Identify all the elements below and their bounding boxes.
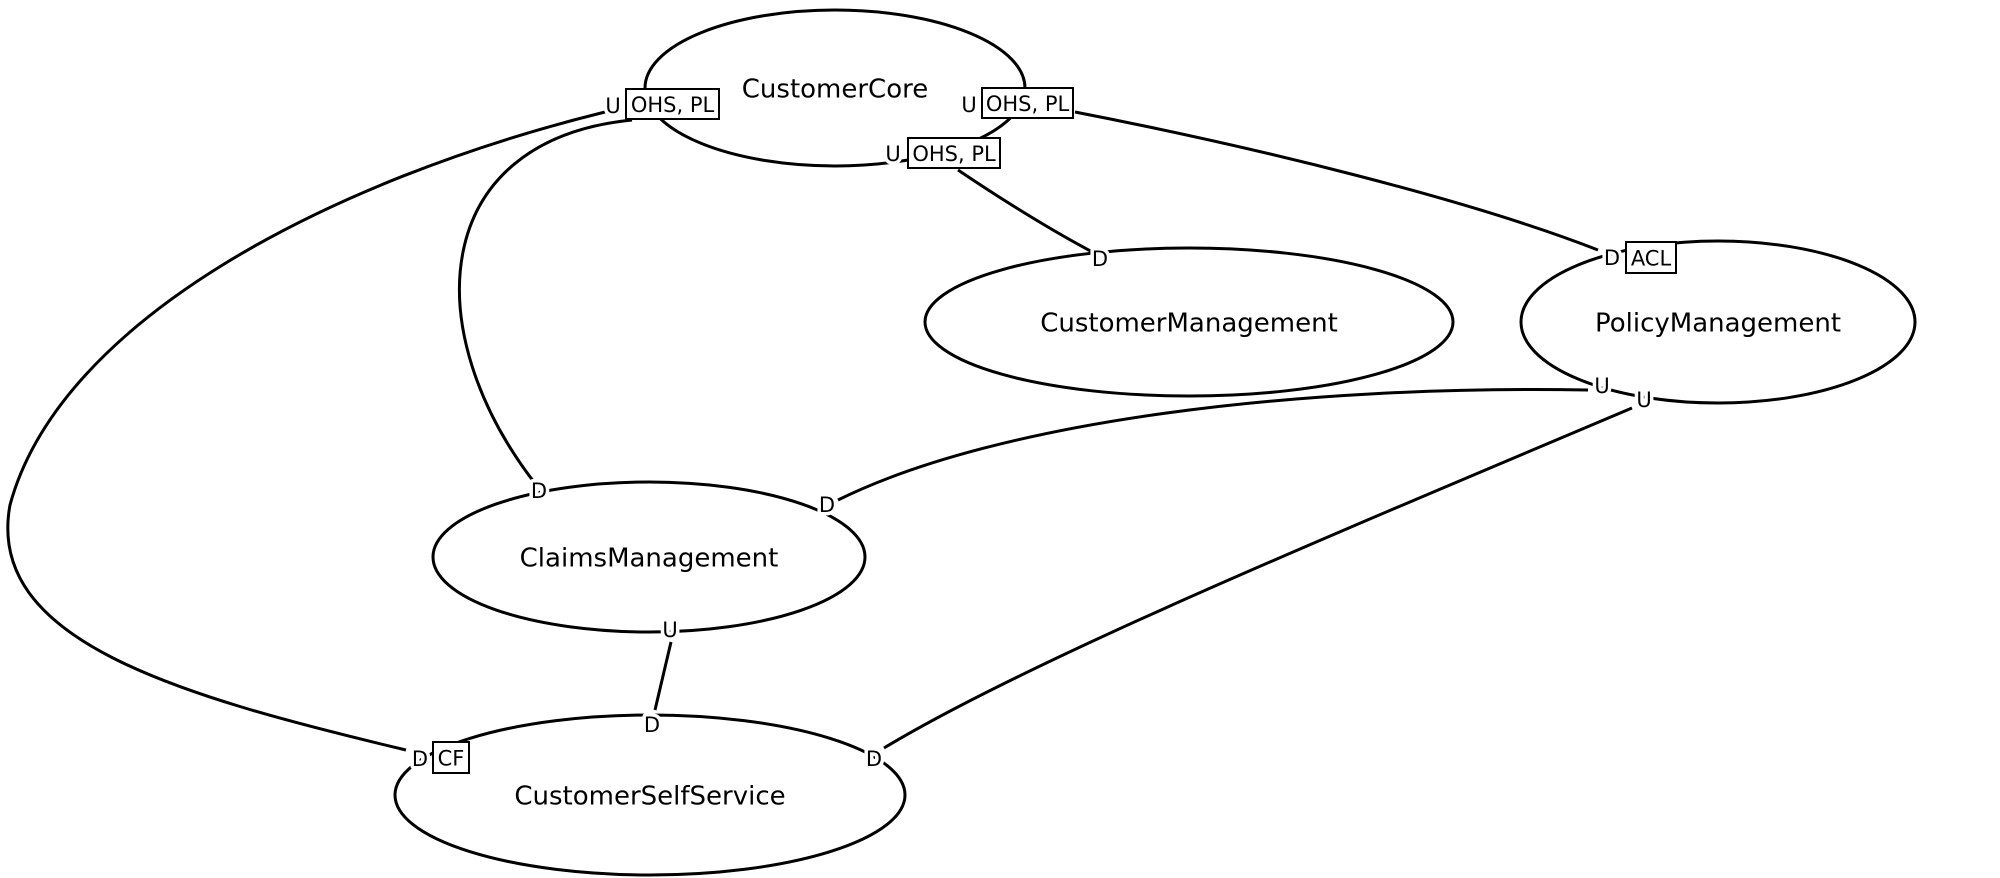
role-label-d-customerselfservice-right: D xyxy=(866,747,882,771)
role-label-u-policymanagement-claims: U xyxy=(1594,374,1609,398)
role-label-d-claimsmanagement-right: D xyxy=(819,493,835,517)
edge-claimsmanagement-to-customerselfservice xyxy=(653,641,673,711)
role-label-d-claimsmanagement-left: D xyxy=(531,479,547,503)
edge-policymanagement-to-customerselfservice xyxy=(883,406,1633,750)
node-label-policy-management: PolicyManagement xyxy=(1595,309,1841,339)
pattern-label-box-ohs-pl-left: OHS, PL xyxy=(631,93,715,117)
node-ellipse-policy-management xyxy=(1519,239,1917,405)
node-label-claims-management: ClaimsManagement xyxy=(520,544,779,574)
pattern-label-box-ohs-pl-right: OHS, PL xyxy=(986,92,1070,116)
edge-customercore-to-policymanagement xyxy=(1074,110,1599,252)
pattern-box-cf xyxy=(432,741,470,774)
pattern-box-acl xyxy=(1625,241,1677,274)
pattern-label-box-cf: CF xyxy=(438,747,465,771)
role-label-d-customermanagement: D xyxy=(1092,247,1108,271)
edge-customercore-to-claimsmanagement xyxy=(458,118,633,487)
role-label-d-customerselfservice-top: D xyxy=(644,713,660,737)
node-label-customer-management: CustomerManagement xyxy=(1040,309,1338,339)
pattern-box-ohs-pl-left xyxy=(625,88,720,120)
role-label-u-customercore-right: U xyxy=(961,93,976,117)
node-label-customer-self-service: CustomerSelfService xyxy=(514,782,785,812)
edge-customercore-to-customerselfservice xyxy=(6,110,606,752)
pattern-box-ohs-pl-middle xyxy=(907,137,1001,169)
edge-customercore-to-customermanagement xyxy=(957,168,1097,256)
role-label-u-customercore-left: U xyxy=(605,94,620,118)
node-label-customer-core: CustomerCore xyxy=(742,75,928,105)
pattern-label-box-ohs-pl-middle: OHS, PL xyxy=(912,142,996,166)
pattern-box-ohs-pl-right xyxy=(981,87,1074,119)
edge-policymanagement-to-claimsmanagement xyxy=(837,388,1589,502)
pattern-label-box-acl: ACL xyxy=(1631,247,1672,271)
node-ellipse-customer-self-service xyxy=(393,713,907,877)
role-label-u-claimsmanagement-bottom: U xyxy=(662,618,677,642)
role-label-d-policymanagement: D xyxy=(1604,246,1620,270)
node-ellipse-customer-management xyxy=(923,246,1455,398)
role-label-d-customerselfservice-left: D xyxy=(412,747,428,771)
role-label-u-customercore-middle: U xyxy=(885,142,900,166)
node-ellipse-claims-management xyxy=(431,480,867,634)
role-label-u-policymanagement-selfsvc: U xyxy=(1636,388,1651,412)
